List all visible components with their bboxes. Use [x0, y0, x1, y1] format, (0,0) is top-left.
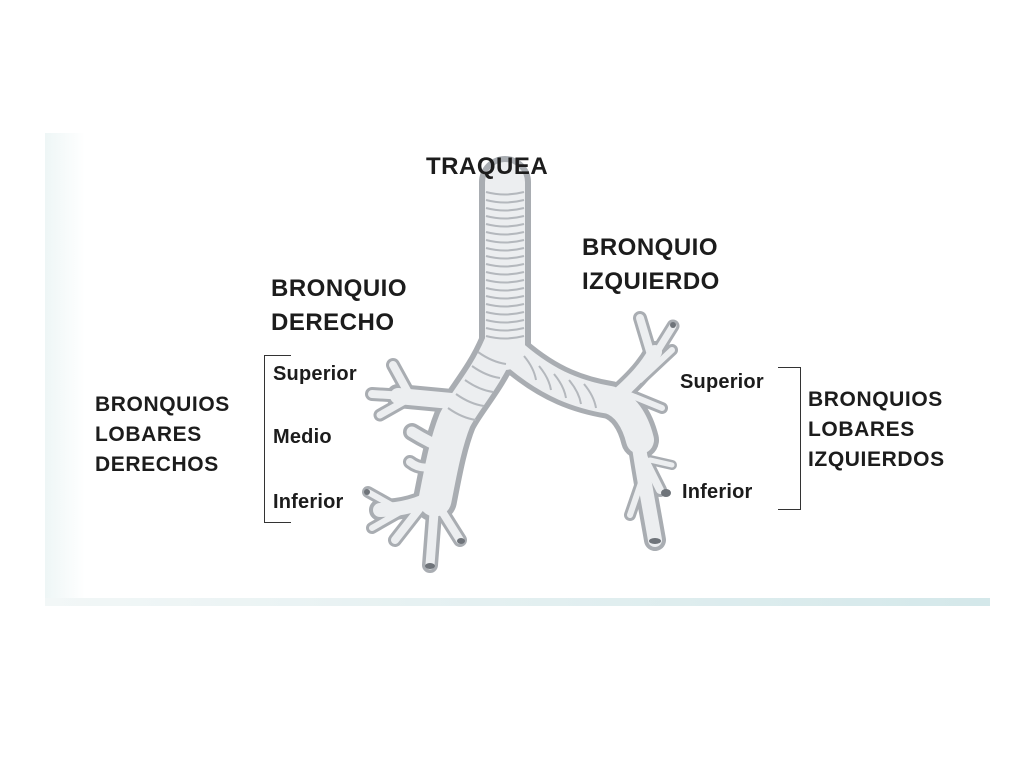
trachea-ring [485, 303, 525, 308]
left-inferior-label: Inferior [682, 481, 753, 503]
trachea-ring [485, 255, 525, 260]
trachea-ring [485, 311, 525, 316]
trachea-ring [485, 223, 525, 228]
right-inferior-label: Inferior [273, 491, 344, 513]
left-bronchus-label: BRONQUIO IZQUIERDO [582, 234, 720, 295]
bronchus-ring [477, 351, 507, 365]
left-superior-label: Superior [680, 371, 764, 393]
trachea-ring [485, 207, 525, 212]
trachea-ring [485, 327, 525, 332]
trachea-ring [485, 231, 525, 236]
bronchus-ring [523, 355, 537, 381]
right-superior-label: Superior [273, 363, 357, 385]
bronchus-ring [583, 383, 597, 409]
tube-openings [364, 322, 676, 569]
trachea-ring [485, 215, 525, 220]
trachea-ring [485, 239, 525, 244]
trachea-label: TRAQUEA [426, 153, 549, 180]
trachea-ring [485, 287, 525, 292]
right-lobar-bronchi-label: BRONQUIOS LOBARES DERECHOS [95, 393, 230, 476]
trachea-ring [485, 247, 525, 252]
trachea-ring [485, 279, 525, 284]
bronchus-ring [464, 379, 494, 393]
trachea-ring [485, 335, 525, 340]
trachea-ring [485, 199, 525, 204]
trachea-rings [447, 191, 597, 421]
trachea-ring [485, 191, 525, 196]
bronchus-ring [455, 393, 485, 407]
bronchus-ring [568, 379, 582, 405]
right-lobar-bracket [264, 355, 291, 523]
left-lobar-bracket [778, 367, 801, 510]
slide-bottom-band [45, 598, 990, 606]
left-lobar-bronchi-label: BRONQUIOS LOBARES IZQUIERDOS [808, 388, 945, 471]
bronchus-ring [553, 373, 567, 399]
bronchus-ring [447, 407, 477, 421]
right-bronchus-label: BRONQUIO DERECHO [271, 275, 407, 336]
trachea-ring [485, 319, 525, 324]
trachea-ring [485, 263, 525, 268]
bronchus-ring [471, 365, 501, 379]
trachea-ring [485, 271, 525, 276]
bronchus-ring [538, 365, 552, 391]
trachea-ring [485, 295, 525, 300]
right-medio-label: Medio [273, 426, 332, 448]
